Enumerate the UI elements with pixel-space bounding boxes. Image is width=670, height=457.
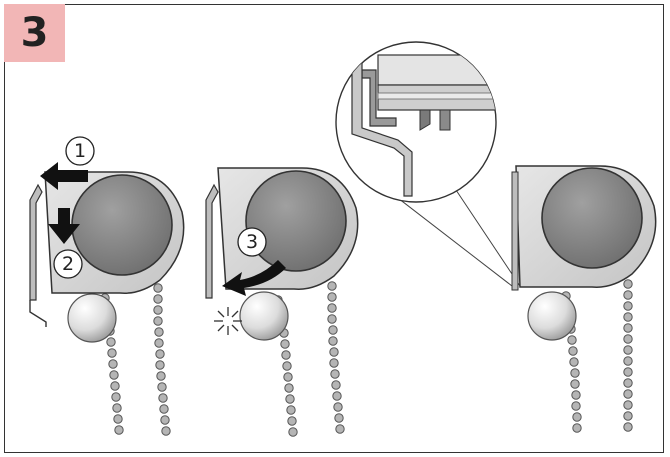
chain-weight (239, 291, 289, 341)
chain-weight (67, 293, 117, 343)
callout-1-circle (65, 136, 95, 166)
roller-drum (541, 167, 643, 269)
callout-3-label: 3 (246, 231, 258, 253)
step-number-badge: 3 (4, 4, 65, 62)
bead-chain-right (623, 279, 633, 432)
zoom-connector (455, 189, 521, 287)
arrow-left-icon (40, 162, 88, 190)
figure-installed (335, 41, 657, 433)
figure-remove-step3: 3 (205, 167, 359, 437)
bead-chain-right (327, 281, 345, 434)
wall-bracket (29, 183, 43, 301)
chain-weight (527, 291, 577, 341)
figure-remove-step1-2: 1 2 (29, 136, 185, 436)
bead-chain-right (153, 283, 171, 436)
panel-frame (4, 4, 664, 453)
detail-magnifier (335, 41, 497, 203)
roller-drum (71, 174, 173, 276)
wall-bracket (205, 183, 219, 299)
arrow-rotate-icon (222, 260, 286, 296)
wall-bracket (511, 171, 519, 291)
callout-3-circle (237, 227, 267, 257)
callout-2-circle (53, 249, 83, 279)
callout-2-label: 2 (62, 253, 74, 275)
roller-drum (245, 170, 347, 272)
click-burst-icon (214, 307, 242, 335)
callout-1-label: 1 (74, 140, 86, 162)
arrow-down-icon (48, 208, 80, 244)
